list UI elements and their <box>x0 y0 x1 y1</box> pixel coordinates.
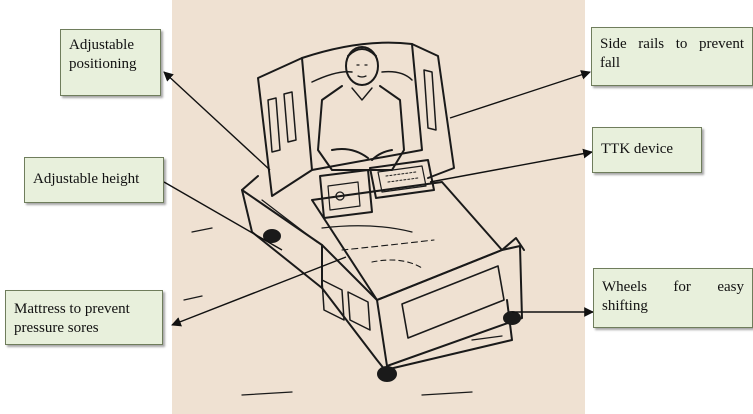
label-adjustable-height: Adjustable height <box>24 157 164 203</box>
label-mattress: Mattress to prevent pressure sores <box>5 290 163 345</box>
label-text: shifting <box>602 297 744 316</box>
arrow-ttk-device <box>430 152 592 182</box>
label-adjustable-positioning: Adjustable positioning <box>60 29 161 96</box>
label-text: Mattress to prevent <box>14 300 154 319</box>
label-wheels: Wheels for easy shifting <box>593 268 753 328</box>
label-text: Wheels for easy <box>602 278 744 297</box>
label-ttk-device: TTK device <box>592 127 702 173</box>
label-text: fall <box>600 54 744 73</box>
line-adjustable-height <box>164 182 282 250</box>
label-text: TTK device <box>601 140 693 159</box>
arrow-mattress <box>172 257 346 325</box>
label-text: Adjustable height <box>33 170 155 189</box>
label-text: Side rails to prevent <box>600 35 744 54</box>
label-side-rails: Side rails to prevent fall <box>591 27 753 86</box>
label-text: positioning <box>69 55 152 74</box>
arrow-adjustable-positioning <box>164 72 270 170</box>
label-text: Adjustable <box>69 36 152 55</box>
arrow-side-rails <box>450 72 590 118</box>
label-text: pressure sores <box>14 319 154 338</box>
